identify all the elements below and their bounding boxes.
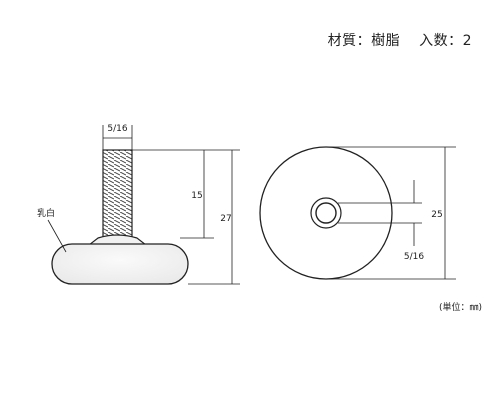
label-milky-white: 乳白 bbox=[37, 207, 55, 219]
spec-header: 材質：樹脂 入数：2 bbox=[324, 30, 472, 50]
dim-dia-text: 25 bbox=[431, 210, 442, 220]
quantity-label: 入数：2 bbox=[419, 33, 472, 49]
side-view: 5/16 15 27 乳白 bbox=[37, 124, 240, 285]
bolt-hole-inner bbox=[315, 202, 337, 224]
dim-len-text: 15 bbox=[191, 191, 202, 201]
leveling-pad-body bbox=[51, 243, 189, 285]
dim-bore-text: 5/16 bbox=[404, 252, 424, 262]
threaded-bolt bbox=[102, 149, 133, 239]
material-label: 材質：樹脂 bbox=[327, 33, 401, 49]
label-leader bbox=[47, 219, 67, 253]
dim-thread-text: 5/16 bbox=[107, 124, 127, 134]
dim-height-text: 27 bbox=[220, 214, 231, 224]
top-view: 25 5/16 bbox=[259, 146, 456, 280]
unit-note: (単位：㎜) bbox=[438, 303, 482, 313]
